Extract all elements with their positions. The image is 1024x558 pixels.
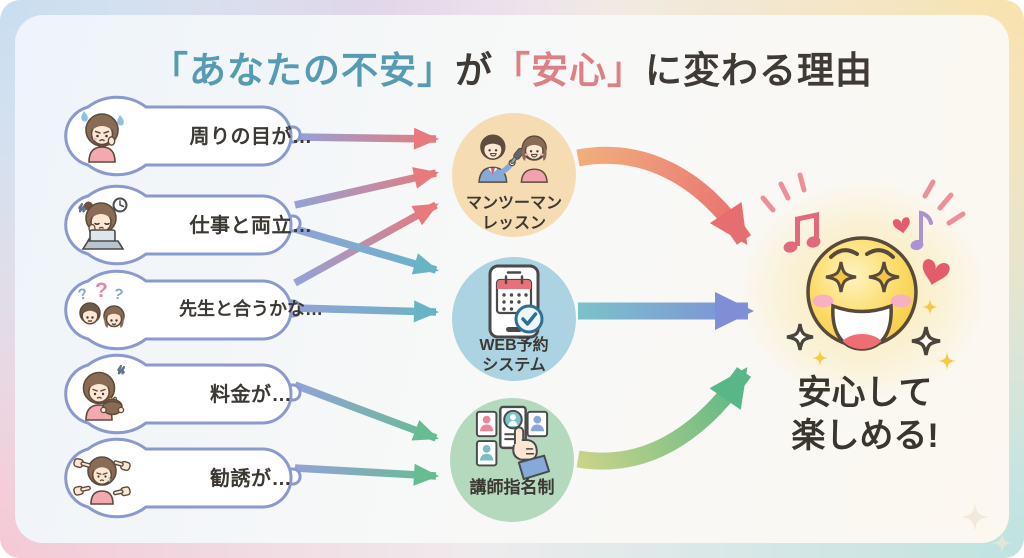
woman-pressured-by-hands-icon [72, 456, 132, 505]
solution-circle-lesson [452, 113, 576, 237]
worry-label: 先生と合うかな… [179, 299, 323, 319]
page-title: 「あなたの不安」が「安心」に変わる理由 [151, 50, 873, 91]
svg-text:?: ? [95, 279, 108, 302]
result-text: 安心して 楽しめる! [791, 374, 939, 455]
svg-text:?: ? [112, 285, 124, 303]
title-relief-part: 「安心」 [493, 50, 645, 91]
worry-label: 料金が… [210, 383, 292, 406]
worry-bubble-3: ? ? ? 先生と合うかな… [40, 269, 323, 351]
radiating-lines [760, 172, 966, 226]
worry-bubble-2: 仕事と両立… [40, 184, 312, 266]
worry-bubble-5: 勧誘が… [40, 437, 305, 519]
corner-sparkle-decoration [961, 503, 1012, 553]
busy-woman-laptop-clock-icon [78, 197, 128, 250]
worry-bubble-4: 料金が… [40, 353, 305, 435]
solution-label-booking: WEB予約システム [479, 337, 549, 374]
speech-bubble-shape [64, 437, 302, 519]
title-worry-part: 「あなたの不安」 [151, 50, 455, 91]
svg-text:?: ? [76, 285, 89, 304]
worry-label: 勧誘が… [210, 467, 292, 490]
speech-bubble-shape [64, 269, 302, 351]
worry-label: 周りの目が… [189, 125, 313, 148]
one-on-one-lesson-icon [478, 134, 548, 183]
couple-question-marks-icon: ? ? ? [76, 279, 125, 328]
sparkling-excited-face-icon [760, 172, 966, 370]
speech-bubble-shape [64, 353, 302, 435]
speech-bubble-shape [64, 95, 302, 177]
worry-bubble-1: 周りの目が… [40, 95, 312, 177]
solution-label-instructor: 講師指名制 [469, 478, 555, 497]
instructor-selection-icon [475, 405, 551, 481]
web-booking-phone-icon [488, 264, 544, 339]
music-note-single [910, 210, 933, 251]
woman-holding-purse-icon [82, 364, 126, 421]
worried-woman-sweat-icon [81, 111, 124, 163]
worry-label: 仕事と両立… [189, 214, 313, 237]
heart-large [922, 259, 950, 285]
solution-label-lesson: マンツーマンレッスン [465, 195, 562, 232]
heart-small [892, 217, 910, 234]
music-note-double [783, 212, 821, 253]
